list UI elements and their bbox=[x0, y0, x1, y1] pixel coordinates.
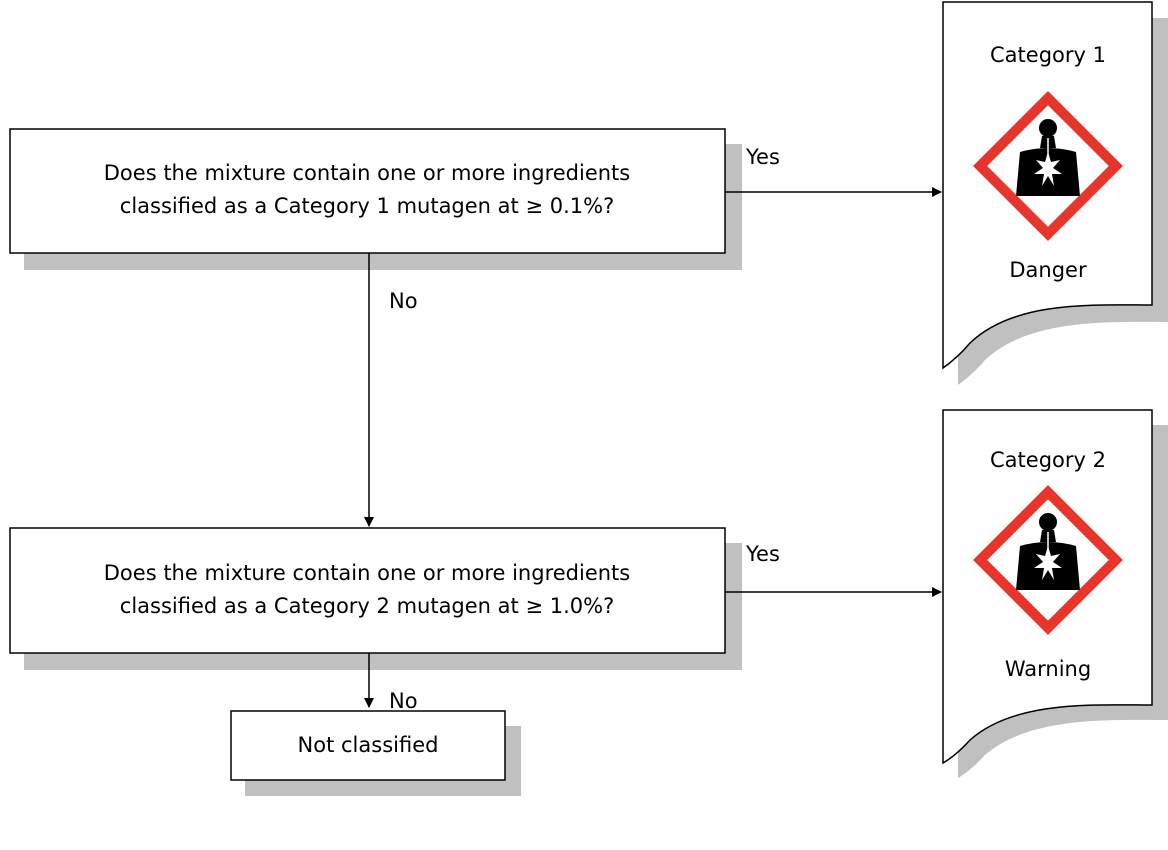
result-1-signal-word: Danger bbox=[1009, 258, 1087, 282]
question-2-line-2: classified as a Category 2 mutagen at ≥ … bbox=[120, 594, 614, 618]
no-label-1: No bbox=[389, 289, 418, 313]
question-box-1-frame bbox=[9, 128, 726, 254]
terminal-box: Not classified bbox=[230, 710, 521, 796]
result-2-signal-word: Warning bbox=[1005, 657, 1091, 681]
no-label-2: No bbox=[389, 689, 418, 713]
question-1-line-2: classified as a Category 1 mutagen at ≥ … bbox=[120, 194, 614, 218]
terminal-box-frame bbox=[230, 710, 506, 781]
question-box-2: Does the mixture contain one or more ing… bbox=[9, 527, 742, 670]
result-card-2: Category 2 Warning bbox=[942, 409, 1168, 778]
terminal-label: Not classified bbox=[298, 733, 439, 757]
result-2-category: Category 2 bbox=[990, 448, 1106, 472]
result-1-category: Category 1 bbox=[990, 43, 1106, 67]
yes-label-2: Yes bbox=[745, 542, 780, 566]
question-1-line-1: Does the mixture contain one or more ing… bbox=[104, 161, 630, 185]
question-box-1: Does the mixture contain one or more ing… bbox=[9, 128, 742, 270]
yes-label-1: Yes bbox=[745, 145, 780, 169]
question-box-2-frame bbox=[9, 527, 726, 654]
result-card-1: Category 1 Danger bbox=[942, 1, 1168, 385]
question-2-line-1: Does the mixture contain one or more ing… bbox=[104, 561, 630, 585]
